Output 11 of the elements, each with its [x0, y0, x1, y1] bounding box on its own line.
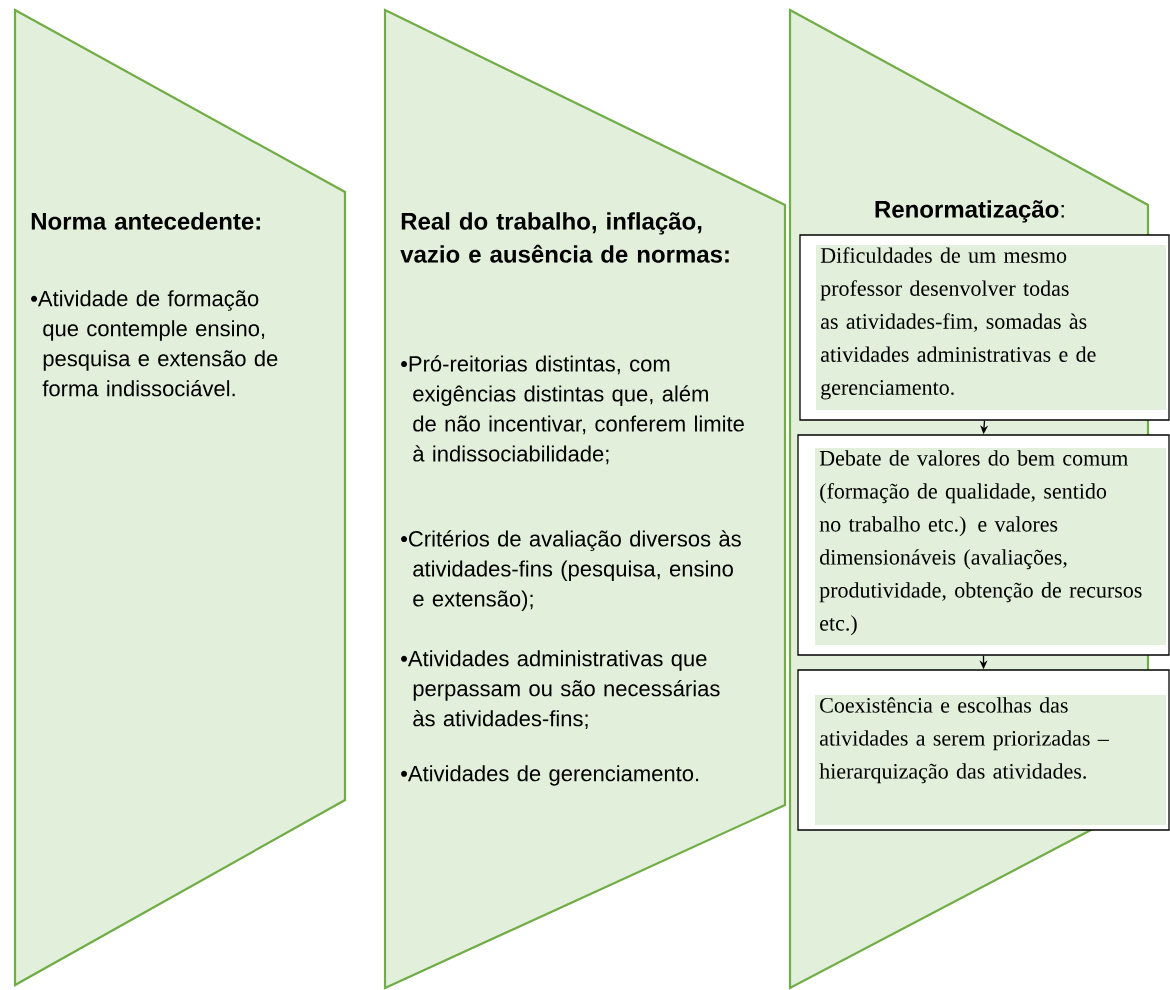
- bullet-text: •Atividades de gerenciamento.: [401, 765, 699, 786]
- text-box: Debate de valores do bem comum (formação de qualidade, sentido no trabalho etc.) e valores dimensionáveis (avaliações, produtividade, obtenção de recursos etc.): [797, 434, 1170, 656]
- bullet-text: •Pró-reitorias distintas, com exigências distintas que, além de não incentivar, conferem limite à indissociabilidade;: [401, 355, 744, 465]
- bullet-text: •Atividades administrativas que perpassam ou são necessárias às atividades-fins;: [401, 650, 720, 729]
- bullet-text: •Critérios de avaliação diversos às atividades-fins (pesquisa, ensino e extensão);: [401, 530, 741, 611]
- bullet-text: •Atividade de formação que contemple ensino, pesquisa e extensão de forma indissociável.: [31, 290, 278, 397]
- heading: Norma antecedente:: [31, 212, 260, 230]
- heading: Renormatização:: [875, 200, 1064, 223]
- text-box: Coexistência e escolhas das atividades a serem priorizadas – hierarquização das atividades.: [797, 669, 1170, 831]
- heading: Real do trabalho, inflação, vazio e ausência de normas:: [400, 212, 729, 263]
- text-box: Dificuldades de um mesmo professor desenvolver todas as atividades-fim, somadas às atividades administrativas e de gerenciamento.: [799, 234, 1170, 421]
